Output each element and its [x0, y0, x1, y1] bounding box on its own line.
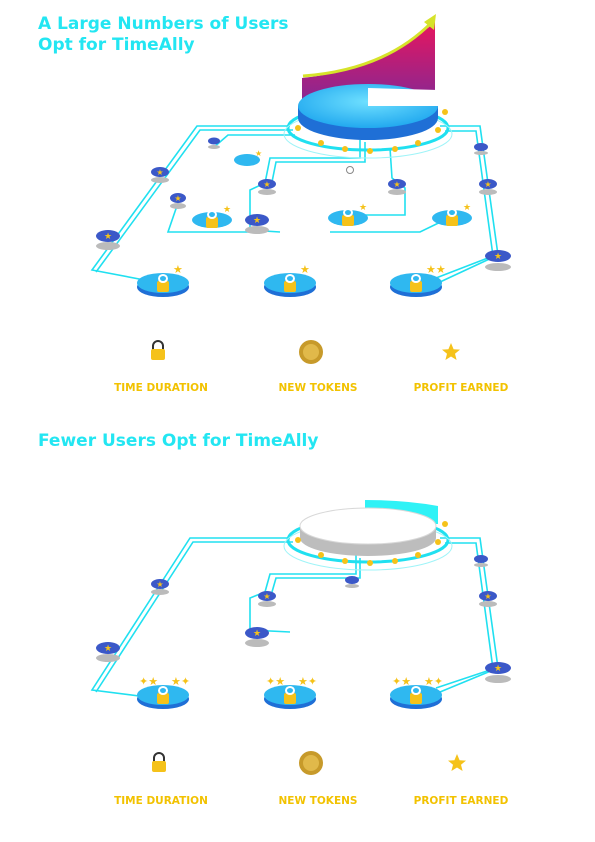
ring-beads-2: [295, 521, 448, 566]
section1-title: A Large Numbers of Users Opt for TimeAll…: [38, 14, 289, 55]
legend-new-tokens: NEW TOKENS: [278, 382, 358, 394]
gray-platform-top: [299, 507, 437, 545]
padlock-icon: [152, 752, 166, 772]
svg-text:✦★: ✦★: [139, 675, 158, 688]
section2-title: Fewer Users Opt for TimeAlly: [38, 431, 319, 451]
diagram-large-users: ★ ★ ★ ★ ★ ★ ★ ★ ★ ★ ★ ★ ★ ★ ★★: [90, 14, 511, 297]
svg-text:★: ★: [484, 180, 491, 189]
network-lines: [90, 125, 499, 283]
star-icon: [448, 754, 466, 771]
pie-cut: [368, 88, 438, 106]
svg-text:★: ★: [494, 252, 502, 262]
svg-text:★: ★: [359, 203, 367, 213]
svg-text:★: ★: [223, 205, 231, 215]
svg-text:★: ★: [104, 232, 112, 242]
lock-platforms: ★ ★ ★ ★ ★ ★★: [137, 203, 472, 297]
svg-text:★: ★: [263, 592, 270, 601]
svg-text:★✦: ★✦: [424, 675, 443, 688]
growth-arrow: [302, 20, 434, 78]
svg-text:★✦: ★✦: [171, 675, 190, 688]
arrow-head-icon: [424, 14, 436, 30]
svg-text:★: ★: [156, 580, 163, 589]
padlock-icon: [151, 340, 165, 360]
svg-text:★✦: ★✦: [298, 675, 317, 688]
svg-text:★: ★: [255, 149, 262, 158]
coin-icon: [299, 751, 323, 775]
svg-text:★: ★: [494, 664, 502, 674]
svg-text:✦★: ✦★: [392, 675, 411, 688]
svg-text:★: ★: [156, 168, 163, 177]
diagram-fewer-users: ★ ★ ★ ★ ★ ★ ✦★ ★✦ ✦★ ★✦ ✦★ ★✦: [90, 500, 511, 709]
svg-text:★: ★: [300, 263, 310, 276]
svg-text:★: ★: [253, 629, 261, 639]
lock-platforms-2: ✦★ ★✦ ✦★ ★✦ ✦★ ★✦: [137, 675, 443, 709]
svg-text:✦★: ✦★: [266, 675, 285, 688]
svg-text:★: ★: [463, 203, 471, 213]
svg-text:★: ★: [104, 644, 112, 654]
star-nodes-2: ★ ★ ★ ★ ★ ★: [96, 555, 511, 683]
svg-text:★: ★: [174, 194, 181, 203]
svg-text:★: ★: [263, 180, 270, 189]
legend-new-tokens: NEW TOKENS: [278, 795, 358, 807]
star-icon: [442, 343, 460, 360]
svg-text:★: ★: [393, 180, 400, 189]
ring-beads: [295, 109, 448, 154]
star-nodes: ★ ★ ★ ★ ★ ★ ★ ★ ★: [96, 137, 511, 271]
svg-text:★: ★: [173, 263, 183, 276]
network-lines-2: [90, 537, 499, 699]
svg-text:★: ★: [484, 592, 491, 601]
coin-icon: [299, 340, 323, 364]
svg-text:★★: ★★: [426, 263, 446, 276]
legend-time-duration: TIME DURATION: [114, 795, 208, 807]
legend-time-duration: TIME DURATION: [114, 382, 208, 394]
legend-profit-earned: PROFIT EARNED: [413, 382, 509, 394]
svg-text:★: ★: [253, 216, 261, 226]
legend-profit-earned: PROFIT EARNED: [413, 795, 509, 807]
